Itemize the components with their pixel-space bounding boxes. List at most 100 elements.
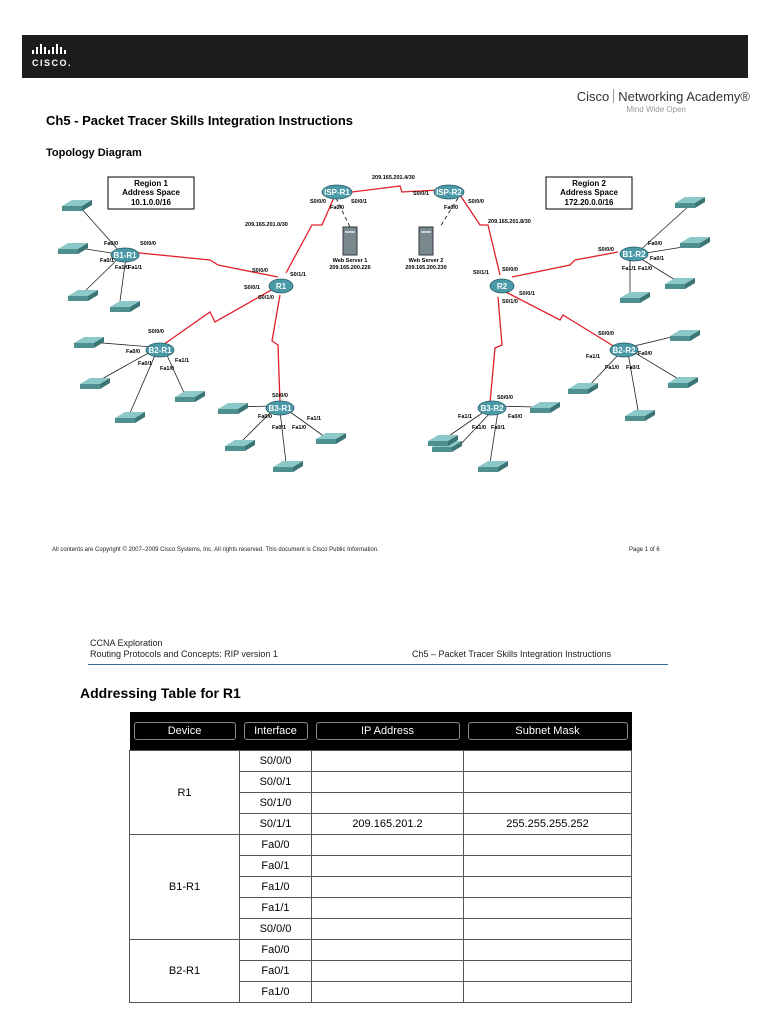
table-row: S0/0/1 (130, 771, 632, 793)
svg-text:Fa0/1: Fa0/1 (100, 258, 114, 264)
brand-company: Cisco (576, 89, 610, 104)
svg-text:S0/0/0: S0/0/0 (148, 329, 164, 335)
link-b2r1-r1 (159, 288, 274, 348)
table-row: Fa0/1 (130, 960, 632, 982)
svg-text:S0/1/1: S0/1/1 (290, 272, 306, 278)
svg-text:Fa0/0: Fa0/0 (444, 205, 458, 211)
router-r2: R2 (497, 282, 508, 291)
svg-text:S0/1/0: S0/1/0 (502, 299, 518, 305)
svg-text:Fa1/0: Fa1/0 (472, 425, 486, 431)
page1-footer-pagenum: Page 1 of 6 (629, 547, 660, 553)
r1-isp-link-label: 209.165.201.0/30 (245, 222, 288, 228)
svg-text:Region 1: Region 1 (134, 179, 168, 188)
table-row: Fa1/1 (130, 897, 632, 919)
link-b1r1-r1 (129, 251, 279, 278)
router-b3-r1: B3-R1 (268, 404, 292, 413)
brand-tagline: Mind Wide Open (626, 105, 686, 114)
router-b1-r2: B1-R2 (622, 250, 646, 259)
svg-text:S0/0/0: S0/0/0 (468, 199, 484, 205)
link-r2-b2r2 (501, 289, 616, 348)
topology-diagram: B1-R1 B2-R1 B3-R1 R1 ISP-R1 ISP-R2 R2 B1… (58, 175, 710, 472)
svg-text:Fa0/1: Fa0/1 (626, 365, 640, 371)
router-b2-r1: B2-R1 (148, 346, 172, 355)
router-b3-r2: B3-R2 (480, 404, 504, 413)
link-isp-isp (351, 185, 439, 193)
addressing-table: Device Interface IP Address Subnet Mask … (129, 712, 632, 1003)
svg-text:S0/1/1: S0/1/1 (473, 270, 489, 276)
col-header-device: Device (133, 722, 236, 740)
svg-text:Web Server 1: Web Server 1 (333, 258, 368, 264)
col-header-mask: Subnet Mask (467, 722, 628, 740)
svg-text:Region 2: Region 2 (572, 179, 606, 188)
region-2-box: Region 2 Address Space 172.20.0.0/16 (545, 176, 633, 210)
svg-text:Fa1/0: Fa1/0 (115, 265, 129, 271)
col-header-interface: Interface (243, 722, 308, 740)
svg-text:Fa1/0: Fa1/0 (638, 266, 652, 272)
link-ispr2-r2 (459, 194, 501, 276)
cisco-bars-icon (32, 44, 66, 54)
svg-text:S0/0/0: S0/0/0 (272, 393, 288, 399)
svg-text:172.20.0.0/16: 172.20.0.0/16 (565, 198, 614, 207)
course-module: Routing Protocols and Concepts: RIP vers… (90, 649, 278, 659)
svg-text:Fa1/0: Fa1/0 (160, 366, 174, 372)
link-r2-b3r2 (489, 296, 503, 404)
table-row: S0/0/0 (130, 918, 632, 940)
svg-text:209.165.200.226: 209.165.200.226 (329, 265, 370, 271)
svg-text:S0/0/0: S0/0/0 (502, 267, 518, 273)
svg-text:S0/1/0: S0/1/0 (258, 295, 274, 301)
svg-text:Fa1/1: Fa1/1 (586, 354, 600, 360)
page1-footer-copyright: All contents are Copyright © 2007–2009 C… (52, 547, 379, 553)
brand-product: Networking Academy® (618, 89, 750, 104)
svg-text:Fa1/1: Fa1/1 (128, 265, 142, 271)
svg-text:S0/0/0: S0/0/0 (252, 268, 268, 274)
device-cell: B1-R1 (129, 834, 240, 940)
svg-text:10.1.0.0/16: 10.1.0.0/16 (131, 198, 172, 207)
svg-text:S0/0/0: S0/0/0 (140, 241, 156, 247)
router-isp-r1: ISP-R1 (324, 188, 350, 197)
svg-text:S0/0/1: S0/0/1 (519, 291, 535, 297)
svg-text:Fa0/0: Fa0/0 (258, 414, 272, 420)
svg-text:Fa0/1: Fa0/1 (650, 256, 664, 262)
web-servers (342, 226, 434, 256)
header-rule (88, 664, 668, 665)
svg-text:Fa0/1: Fa0/1 (491, 425, 505, 431)
svg-text:S0/0/1: S0/0/1 (244, 285, 260, 291)
svg-text:Fa1/1: Fa1/1 (458, 414, 472, 420)
svg-text:Fa0/0: Fa0/0 (638, 351, 652, 357)
addressing-table-title: Addressing Table for R1 (80, 685, 241, 701)
document-title: Ch5 - Packet Tracer Skills Integration I… (46, 113, 354, 128)
port-labels: Fa0/0 S0/0/0 Fa0/1 Fa1/0 Fa1/1 S0/0/0 Fa… (100, 191, 664, 431)
serial-links (129, 185, 619, 404)
router-isp-r2: ISP-R2 (436, 188, 462, 197)
routers (110, 184, 649, 416)
svg-text:209.165.200.230: 209.165.200.230 (405, 265, 446, 271)
course-name: CCNA Exploration (90, 638, 163, 648)
device-cell: B2-R1 (129, 939, 240, 1003)
top-banner (22, 35, 748, 78)
table-row: Fa1/0 (130, 876, 632, 898)
page2-header-left: CCNA Exploration Routing Protocols and C… (90, 638, 278, 660)
device-cell: R1 (129, 750, 240, 835)
table-row: Fa1/0 (130, 981, 632, 1003)
svg-text:Fa1/0: Fa1/0 (292, 425, 306, 431)
svg-text:Fa1/1: Fa1/1 (307, 416, 321, 422)
logo-wordmark: CISCO. (32, 58, 73, 68)
svg-text:S0/0/0: S0/0/0 (598, 331, 614, 337)
svg-text:S0/0/0: S0/0/0 (497, 395, 513, 401)
svg-text:Address Space: Address Space (560, 188, 618, 197)
svg-text:Fa0/0: Fa0/0 (126, 349, 140, 355)
link-b3r1-r1 (271, 294, 281, 404)
page2-header-right: Ch5 – Packet Tracer Skills Integration I… (412, 649, 612, 659)
svg-text:Fa1/0: Fa1/0 (605, 365, 619, 371)
svg-text:S0/0/0: S0/0/0 (310, 199, 326, 205)
svg-text:S0/0/0: S0/0/0 (598, 247, 614, 253)
academy-brand: Cisco Networking Academy® Mind Wide Open (560, 88, 750, 118)
svg-text:Address Space: Address Space (122, 188, 180, 197)
svg-text:S0/0/1: S0/0/1 (413, 191, 429, 197)
link-r2-b1r2 (511, 251, 619, 278)
link-r1-ispr1 (285, 194, 336, 274)
